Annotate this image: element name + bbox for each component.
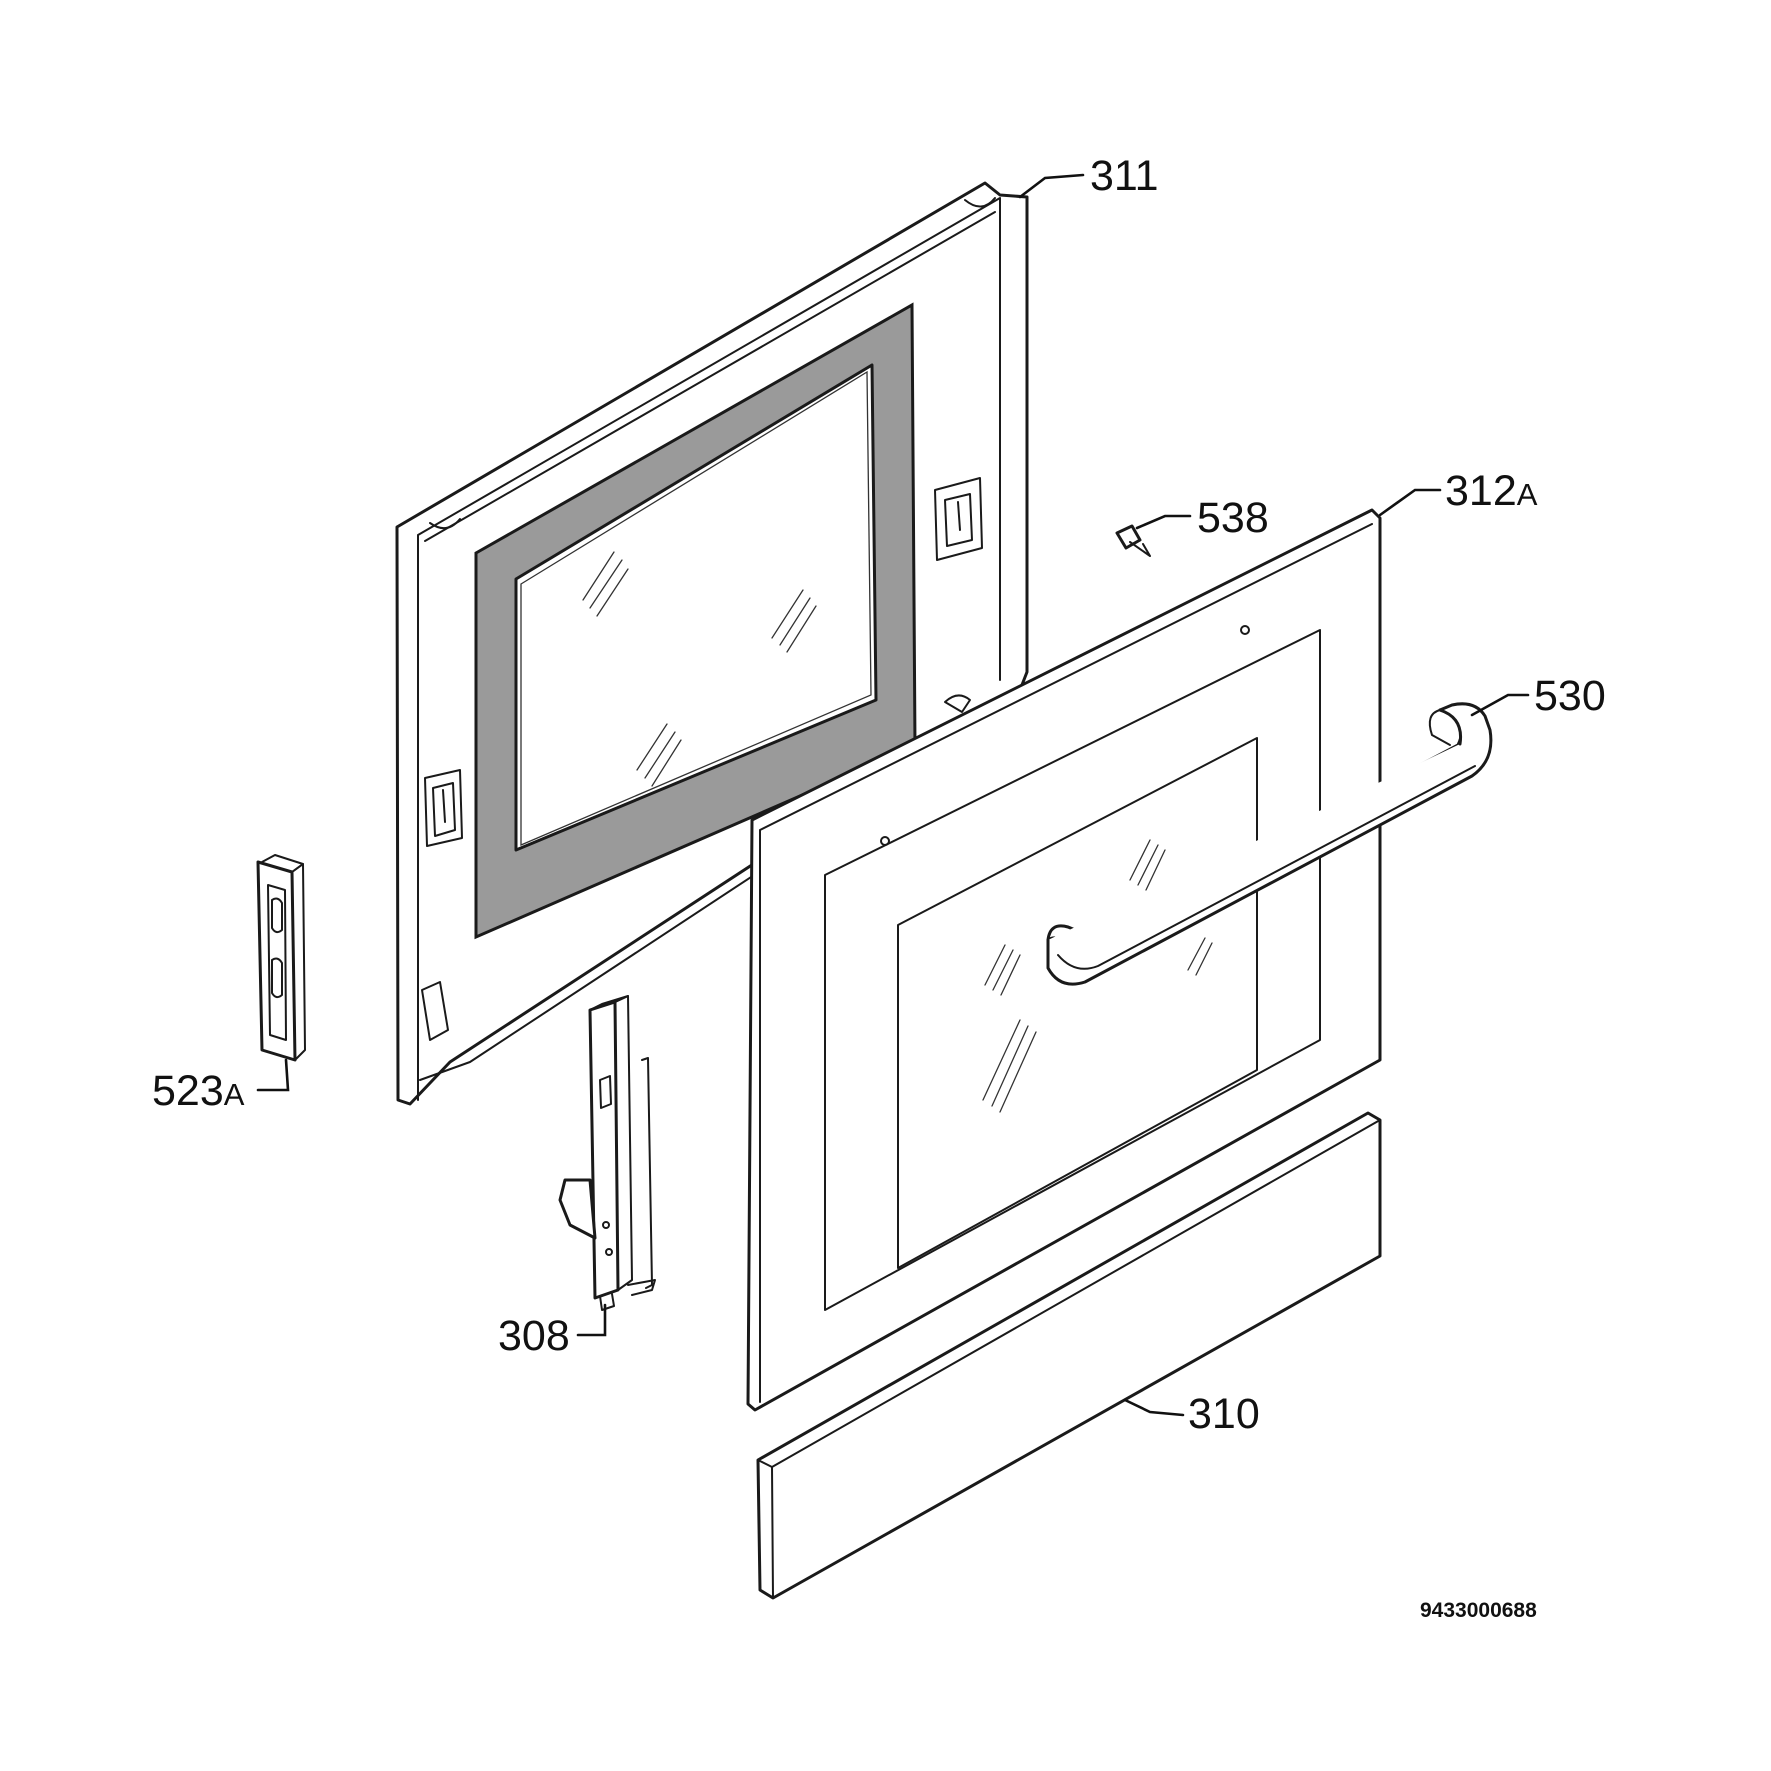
hinge-receptacle-523a xyxy=(256,854,306,1062)
callout-523a: 523A xyxy=(152,1067,245,1115)
callout-538: 538 xyxy=(1197,494,1269,542)
document-number: 9433000688 xyxy=(1420,1599,1537,1622)
callout-312a: 312A xyxy=(1445,467,1538,515)
callout-labels: 311 538 312A 530 523A 308 310 xyxy=(152,152,1606,1438)
callout-308: 308 xyxy=(498,1312,570,1360)
door-trim-strip-310 xyxy=(756,1111,1382,1600)
screw-538 xyxy=(1115,524,1151,557)
door-handle-530 xyxy=(1046,702,1493,986)
callout-530: 530 xyxy=(1534,672,1606,720)
door-hinge-308 xyxy=(558,995,656,1311)
callout-311: 311 xyxy=(1090,152,1159,200)
hinge-bracket-right xyxy=(934,477,983,561)
callout-312a-suffix: A xyxy=(1517,477,1538,512)
callout-523a-number: 523 xyxy=(152,1067,224,1115)
callout-523a-suffix: A xyxy=(224,1077,245,1112)
hinge-bracket-left xyxy=(424,769,463,847)
callout-310: 310 xyxy=(1188,1390,1260,1438)
callout-312a-number: 312 xyxy=(1445,467,1517,515)
inner-door-frame-311 xyxy=(395,181,1029,1106)
leader-lines xyxy=(256,173,1530,1417)
